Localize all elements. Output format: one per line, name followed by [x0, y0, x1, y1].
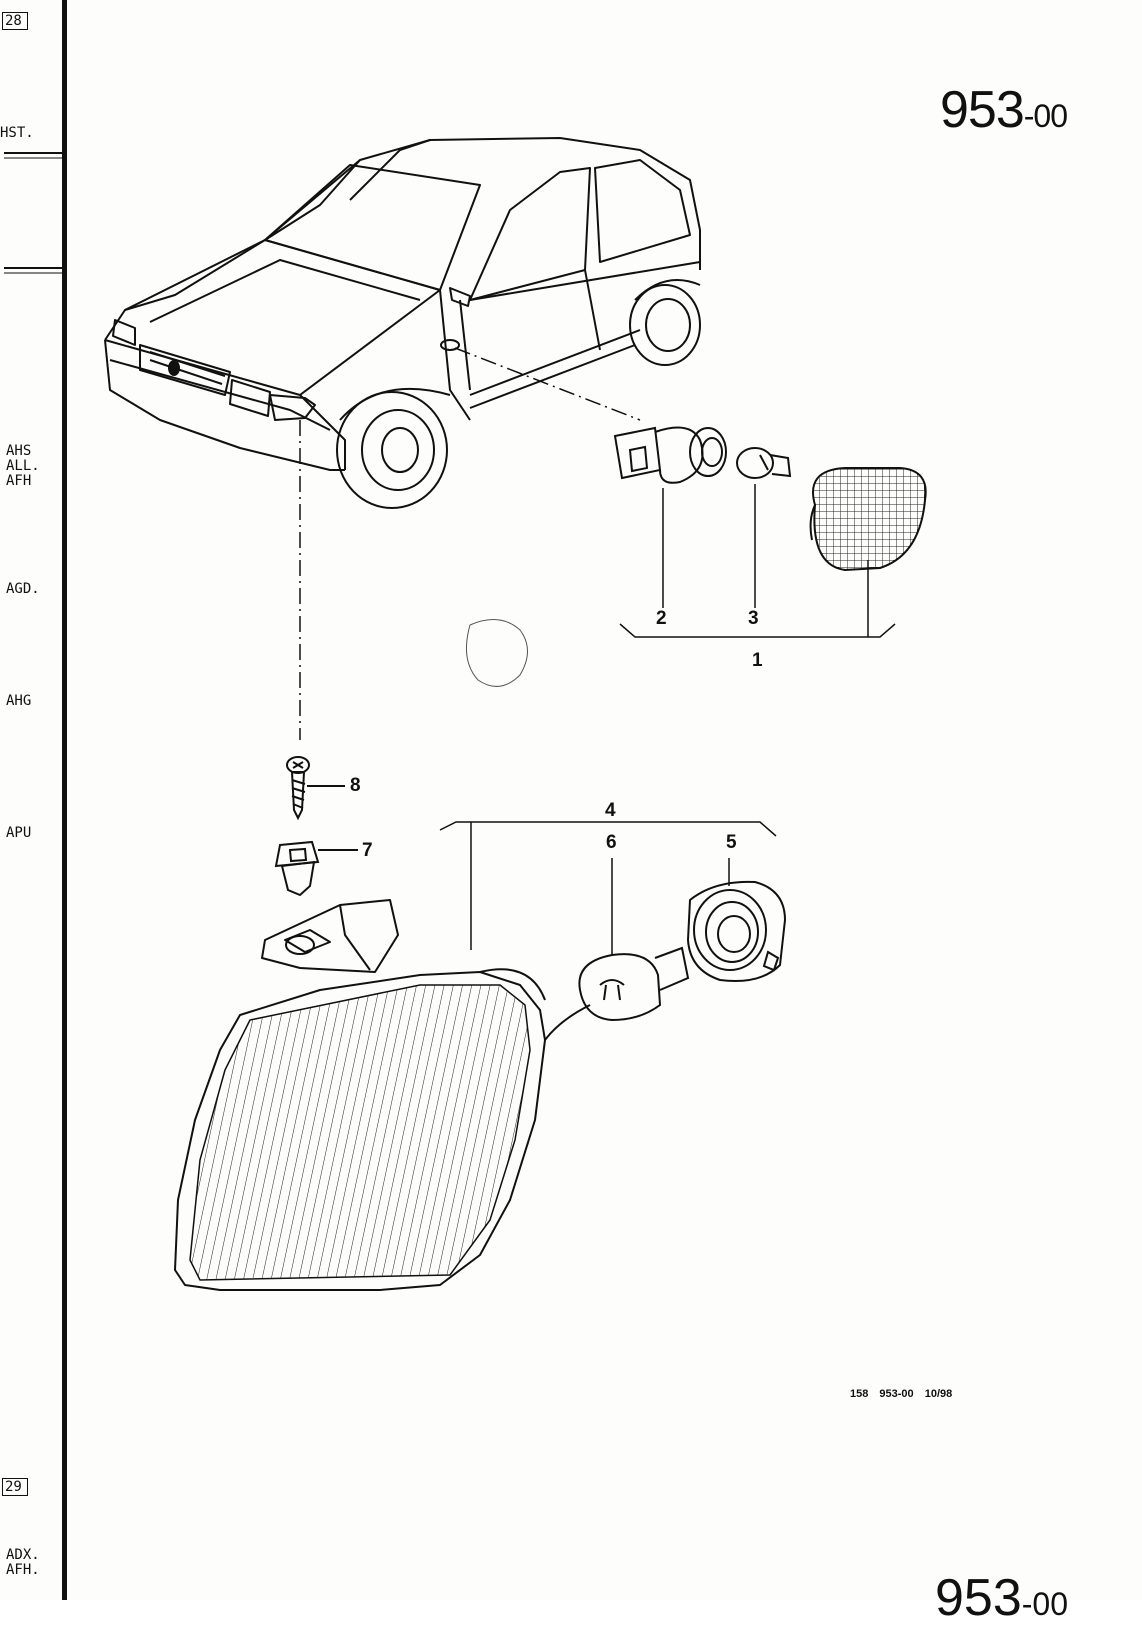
callout-3: 3: [748, 608, 759, 629]
callout-8: 8: [350, 775, 361, 796]
hatchback-car-icon: [104, 137, 701, 509]
margin-label-agd: AGD.: [6, 581, 40, 597]
front-turn-signal-lamp-icon: [174, 899, 591, 1291]
scan-smudge: [465, 619, 528, 687]
bulb-icon: [736, 447, 792, 479]
sheet-reference-main: 953: [940, 81, 1025, 139]
margin-label-afh: AFH: [6, 473, 32, 489]
margin-label-all: ALL.: [6, 458, 40, 474]
bulb-icon-turn: [578, 946, 690, 1022]
margin-label-ahg: AHG: [6, 693, 32, 709]
margin-label-hst: HST.: [0, 125, 34, 141]
next-sheet-reference-number: 953-00: [935, 1568, 1068, 1628]
callout-1: 1: [752, 650, 763, 671]
next-sheet-reference-suffix: -00: [1021, 1586, 1069, 1622]
footer-code: 158 953-00 10/98: [850, 1388, 953, 1400]
margin-label-afh-2: AFH.: [6, 1562, 40, 1578]
margin-label-adx: ADX.: [6, 1547, 40, 1563]
sheet-reference-suffix: -00: [1023, 98, 1068, 134]
sheet-reference-number: 953-00: [940, 80, 1068, 140]
next-sheet-reference-main: 953: [935, 1569, 1022, 1627]
fender-marker-location: [440, 339, 460, 351]
margin-binding-bar: [62, 0, 67, 1600]
callout-6: 6: [606, 832, 617, 853]
callout-5: 5: [726, 832, 737, 853]
callout-4: 4: [605, 800, 616, 821]
callout-2: 2: [656, 608, 667, 629]
screw-icon: [286, 756, 310, 821]
bracket-group-1: [619, 623, 896, 638]
top-page-box: 28: [2, 12, 28, 30]
leader-line-side-marker: [454, 347, 641, 421]
bulb-holder-icon: [613, 426, 727, 484]
margin-label-ahs: AHS: [6, 443, 32, 459]
bulb-holder-icon-turn: [686, 880, 787, 982]
bottom-page-box: 29: [2, 1478, 28, 1496]
margin-label-apu: APU: [6, 825, 32, 841]
spring-nut-icon: [274, 840, 320, 897]
side-marker-lamp-icon: [809, 467, 927, 572]
bracket-group-4: [439, 821, 777, 837]
callout-7: 7: [362, 840, 373, 861]
